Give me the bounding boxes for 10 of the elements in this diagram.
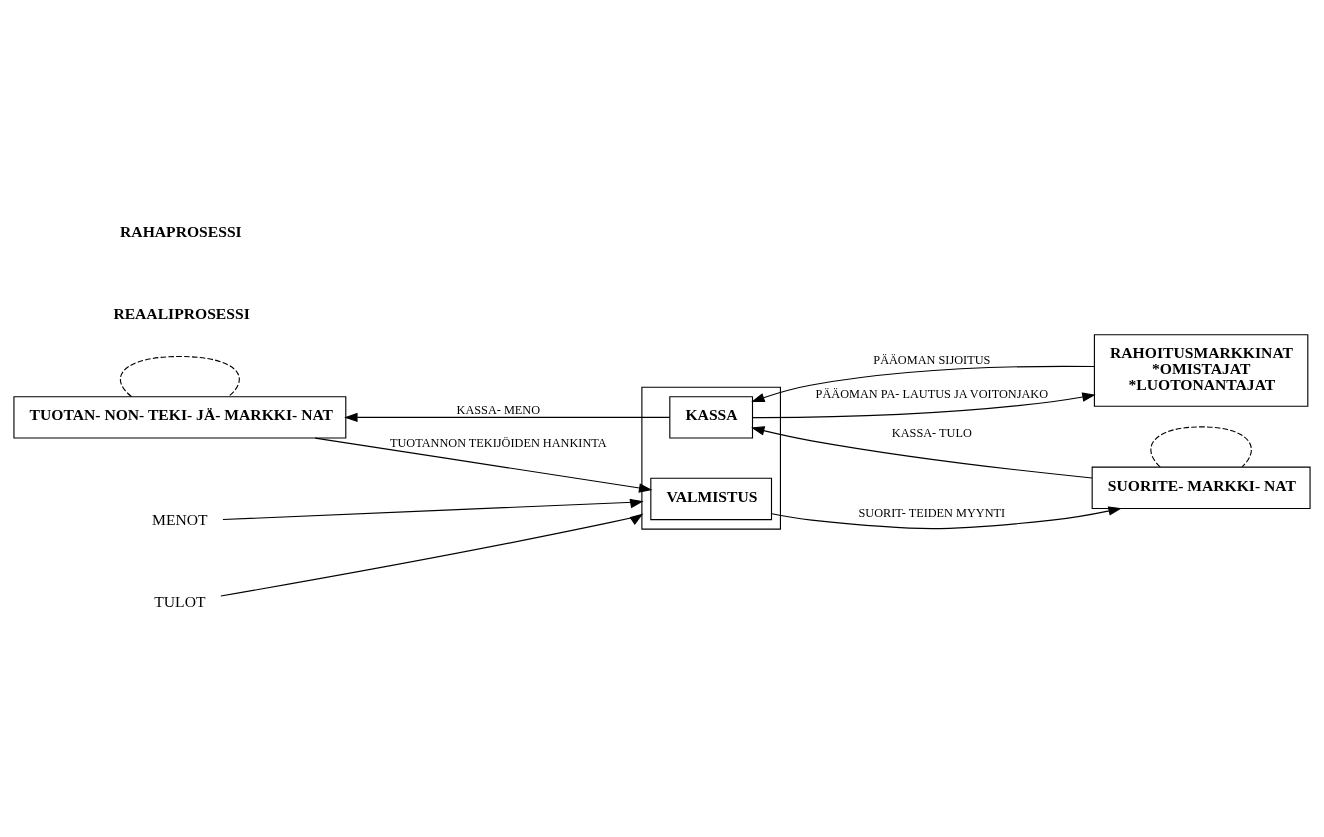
label: REAALIPROSESSI — [113, 304, 250, 322]
edge-label: KASSA- MENO — [456, 402, 541, 417]
edge-label: KASSA- TULO — [891, 426, 972, 441]
edge-label: PÄÄOMAN PA- LAUTUS JA VOITONJAKO — [815, 387, 1049, 402]
node-text: TULOT — [154, 592, 206, 610]
node-text: MENOT — [152, 511, 208, 529]
label: RAHAPROSESSI — [120, 223, 242, 241]
edge-label: SUORIT- TEIDEN MYYNTI — [858, 505, 1006, 520]
edge-label: PÄÄOMAN SIJOITUS — [873, 352, 991, 367]
edge-label: TUOTANNON TEKIJÖIDEN HANKINTA — [389, 436, 607, 451]
